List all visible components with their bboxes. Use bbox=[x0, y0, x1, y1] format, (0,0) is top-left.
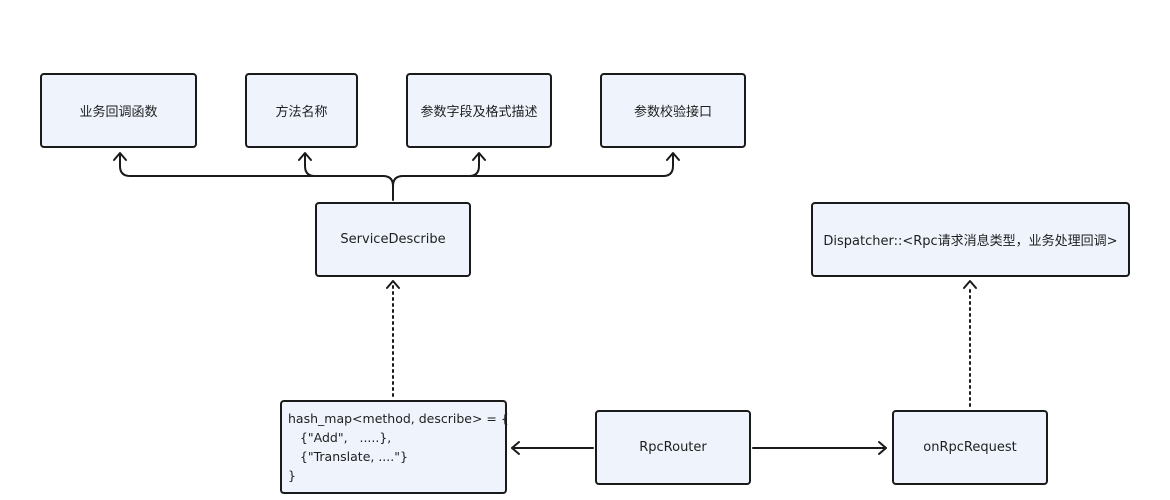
hash-map-line: {"Add", .....}, bbox=[288, 430, 392, 445]
node-method-name: 方法名称 bbox=[245, 73, 358, 148]
node-method-name-label: 方法名称 bbox=[275, 105, 328, 120]
hash-map-line: {"Translate, ...."} bbox=[288, 449, 408, 464]
node-param-check-label: 参数校验接口 bbox=[633, 105, 712, 120]
node-callback-label: 业务回调函数 bbox=[79, 105, 158, 120]
bracket-connector bbox=[119, 153, 674, 201]
node-service-describe: ServiceDescribe bbox=[315, 202, 471, 277]
node-dispatcher: Dispatcher::<Rpc请求消息类型，业务处理回调> bbox=[811, 202, 1130, 277]
node-callback: 业务回调函数 bbox=[40, 73, 197, 148]
node-dispatcher-label: Dispatcher::<Rpc请求消息类型，业务处理回调> bbox=[823, 234, 1118, 249]
arrowhead-dispatcher bbox=[963, 280, 977, 289]
hash-map-code: hash_map<method, describe> = { {"Add", .… bbox=[288, 409, 509, 485]
hash-map-line: } bbox=[288, 468, 296, 483]
arrowhead-callback bbox=[113, 152, 127, 161]
arrowhead-check bbox=[666, 152, 680, 161]
node-service-describe-label: ServiceDescribe bbox=[340, 232, 446, 247]
arrowhead-onrpc bbox=[878, 441, 887, 455]
arrowhead-hashmap bbox=[511, 441, 520, 455]
node-hash-map: hash_map<method, describe> = { {"Add", .… bbox=[280, 400, 509, 494]
hash-map-line: hash_map<method, describe> = { bbox=[288, 411, 509, 426]
node-param-desc-label: 参数字段及格式描述 bbox=[420, 105, 538, 120]
node-rpc-router-label: RpcRouter bbox=[639, 440, 707, 455]
node-on-rpc-request-label: onRpcRequest bbox=[923, 440, 1017, 455]
node-param-check: 参数校验接口 bbox=[600, 73, 746, 148]
arrowhead-params bbox=[472, 152, 486, 161]
node-param-desc: 参数字段及格式描述 bbox=[406, 73, 552, 148]
node-on-rpc-request: onRpcRequest bbox=[892, 410, 1048, 485]
arrowhead-method bbox=[298, 152, 312, 161]
node-rpc-router: RpcRouter bbox=[595, 410, 751, 485]
arrowhead-service bbox=[386, 280, 400, 289]
